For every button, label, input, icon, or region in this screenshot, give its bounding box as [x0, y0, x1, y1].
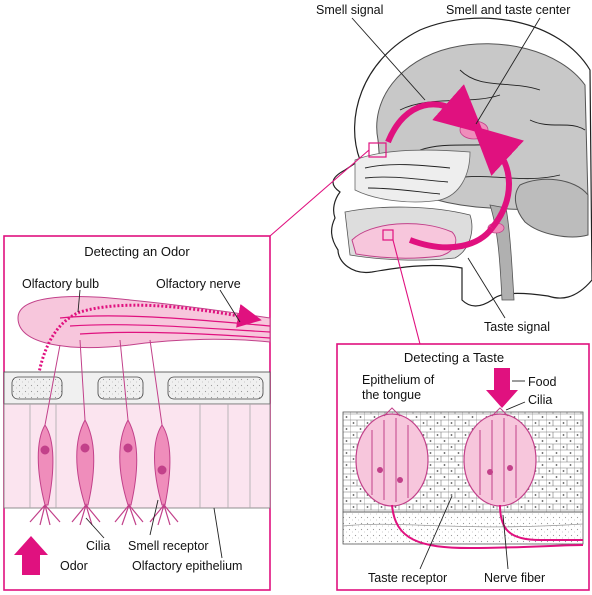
label-smell-taste-center: Smell and taste center — [446, 3, 570, 17]
label-smell-signal: Smell signal — [316, 3, 383, 17]
taste-signal-arrow-up — [472, 125, 524, 230]
label-epithelium-line1: Epithelium of — [362, 373, 435, 387]
head-illustration — [331, 17, 592, 319]
odor-arrow — [14, 536, 48, 575]
cilia-tufts — [29, 502, 179, 526]
tongue-subtissue — [342, 511, 584, 545]
label-cilia-odor: Cilia — [86, 539, 110, 553]
smell-taste-center — [459, 120, 489, 140]
label-olfactory-epithelium: Olfactory epithelium — [132, 559, 242, 573]
label-odor: Odor — [60, 559, 88, 573]
taste-buds — [355, 407, 537, 507]
label-nerve-fiber: Nerve fiber — [484, 571, 545, 585]
label-taste-signal: Taste signal — [484, 320, 550, 334]
label-taste-receptor: Taste receptor — [368, 571, 447, 585]
label-olfactory-bulb: Olfactory bulb — [22, 277, 99, 291]
cerebellum — [514, 178, 589, 238]
odor-panel-title: Detecting an Odor — [84, 244, 190, 259]
odor-panel: Detecting an Odor — [3, 235, 271, 591]
taste-nerve-fibers — [391, 504, 584, 550]
signal-arrow-dashed — [32, 303, 262, 471]
label-epithelium-line2: the tongue — [362, 388, 421, 402]
receptor-cells — [37, 339, 171, 506]
taste-connector — [392, 239, 421, 345]
food-arrow — [486, 368, 518, 408]
label-cilia-taste: Cilia — [528, 393, 552, 407]
label-olfactory-nerve: Olfactory nerve — [156, 277, 241, 291]
nasal-cavity — [354, 149, 471, 203]
label-food: Food — [528, 375, 557, 389]
taste-panel: Detecting a Taste — [336, 343, 590, 591]
odor-connector — [269, 149, 370, 237]
taste-zoom-box — [382, 229, 394, 241]
taste-signal-arrow — [408, 226, 495, 251]
taste-panel-title: Detecting a Taste — [404, 350, 504, 365]
label-smell-receptor: Smell receptor — [128, 539, 209, 553]
smell-signal-arrow — [385, 84, 484, 144]
